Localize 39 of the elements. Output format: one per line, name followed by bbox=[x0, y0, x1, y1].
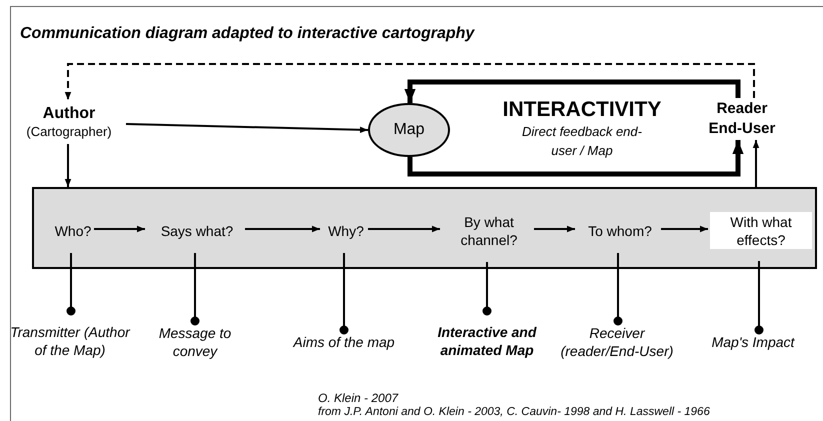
question-label: To whom? bbox=[577, 221, 663, 241]
leader-line bbox=[482, 262, 492, 316]
description-label: Interactive and animated Map bbox=[422, 313, 552, 369]
description-label: Transmitter (Author of the Map) bbox=[10, 313, 130, 369]
leader-line bbox=[190, 253, 200, 326]
description-label: Aims of the map bbox=[274, 332, 414, 352]
arrow bbox=[661, 226, 708, 232]
arrow bbox=[534, 226, 575, 232]
credit-note: O. Klein - 2007 bbox=[318, 390, 398, 406]
author-label: Author bbox=[42, 104, 96, 124]
dashed-arrow bbox=[64, 63, 755, 100]
leader-line bbox=[340, 253, 348, 334]
question-label: Who? bbox=[50, 221, 96, 241]
question-label: Why? bbox=[322, 221, 370, 241]
arrow bbox=[368, 226, 440, 232]
role-label: (Cartographer) bbox=[26, 124, 112, 140]
leader-line bbox=[754, 261, 764, 334]
question-label: Says what? bbox=[147, 221, 247, 241]
arrow bbox=[408, 140, 744, 176]
question-band bbox=[32, 187, 817, 269]
arrow bbox=[94, 226, 145, 232]
arrow bbox=[404, 80, 740, 103]
diagram-title: Communication diagram adapted to interactive cartography bbox=[20, 24, 474, 44]
map-ellipse: Map bbox=[368, 103, 450, 157]
arrow bbox=[64, 144, 72, 187]
arrow bbox=[752, 140, 760, 187]
description-label: Map's Impact bbox=[693, 332, 813, 352]
description-label: Message to convey bbox=[135, 323, 255, 361]
source-note: from J.P. Antoni and O. Klein - 2003, C. Cauvin- 1998 and H. Lasswell - 1966 bbox=[318, 405, 710, 420]
interactivity-heading: INTERACTIVITY bbox=[502, 97, 662, 123]
question-label: By what channel? bbox=[442, 212, 536, 250]
feedback-note: Direct feedback end-user / Map bbox=[522, 123, 642, 160]
question-label: With what effects? bbox=[710, 212, 812, 249]
arrow bbox=[126, 123, 368, 133]
leader-line bbox=[66, 253, 76, 316]
leader-line bbox=[614, 253, 622, 326]
description-label: Receiver (reader/End-User) bbox=[552, 323, 682, 361]
reader-label: Reader End-User bbox=[700, 98, 784, 140]
arrow bbox=[245, 226, 320, 232]
